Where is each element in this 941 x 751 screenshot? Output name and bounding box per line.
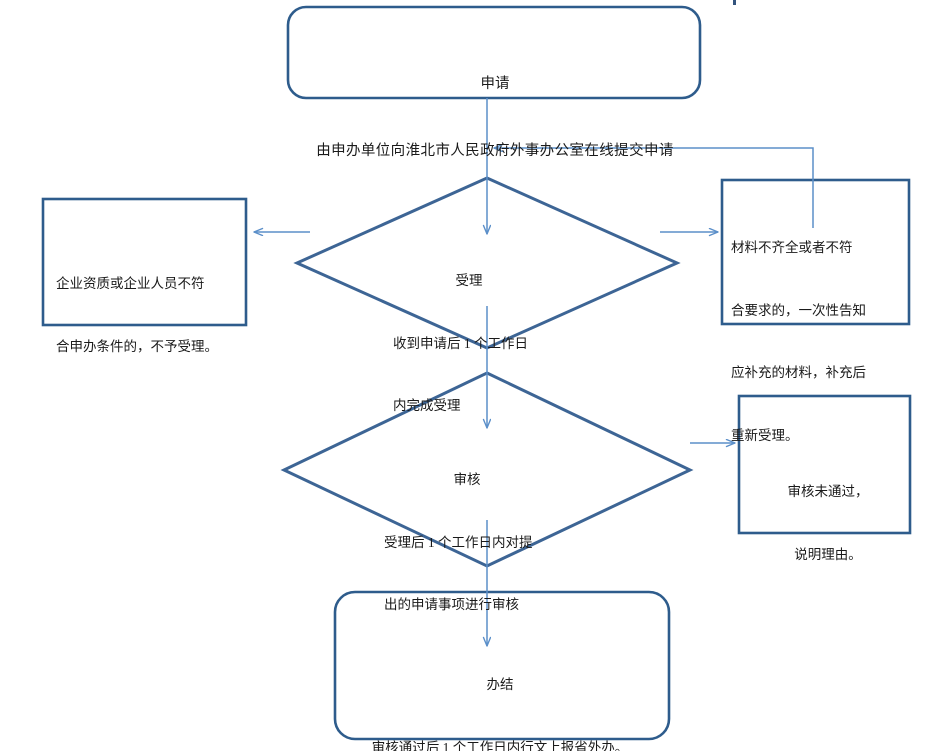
- node-review-title: 审核: [453, 471, 481, 487]
- page-edge-artifact: [733, 0, 736, 5]
- node-supplement-line-4: 重新受理。: [731, 428, 799, 444]
- node-acceptance-title: 受理: [455, 272, 483, 288]
- node-supplement-line-3: 应补充的材料，补充后: [731, 365, 866, 381]
- node-reject-shape: [41, 197, 248, 327]
- node-supplement-shape: [720, 178, 911, 326]
- node-supplement-line-2: 合要求的，一次性告知: [731, 302, 866, 318]
- node-review-failed-label: 审核未通过， 说明理由。: [748, 440, 908, 607]
- node-completion-label: 办结 审核通过后 1 个工作日内行文上报省外办。: [335, 633, 665, 751]
- node-application-label: 申请 由申办单位向淮北市人民政府外事办公室在线提交申请: [290, 28, 700, 208]
- node-acceptance-line-2: 内完成受理: [393, 398, 461, 414]
- node-supplement-line-1: 材料不齐全或者不符: [731, 239, 853, 255]
- node-completion-title: 办结: [486, 676, 514, 692]
- node-review-line-1: 受理后 1 个工作日内对提: [384, 534, 533, 550]
- node-supplement-label: 材料不齐全或者不符 合要求的，一次性告知 应补充的材料，补充后 重新受理。: [731, 196, 906, 489]
- node-application-shape: [286, 5, 702, 100]
- node-review-failed-shape: [737, 394, 912, 535]
- node-acceptance-line-1: 收到申请后 1 个工作日: [393, 335, 528, 351]
- node-reject-line-2: 合申办条件的，不予受理。: [56, 338, 218, 354]
- node-acceptance-label: 受理 收到申请后 1 个工作日 内完成受理: [393, 229, 623, 459]
- node-completion-shape: [333, 590, 671, 741]
- node-review-failed-line-2: 说明理由。: [794, 546, 862, 562]
- node-reject-line-1: 企业资质或企业人员不符: [56, 275, 205, 291]
- node-application-body: 由申办单位向淮北市人民政府外事办公室在线提交申请: [316, 143, 674, 160]
- node-review-line-2: 出的申请事项进行审核: [384, 597, 519, 613]
- node-reject-label: 企业资质或企业人员不符 合申办条件的，不予受理。: [56, 232, 231, 399]
- node-application-title: 申请: [480, 75, 510, 92]
- node-review-failed-line-1: 审核未通过，: [787, 483, 869, 499]
- connector-supplement-loopback: [494, 148, 814, 228]
- node-completion-body: 审核通过后 1 个工作日内行文上报省外办。: [371, 739, 629, 751]
- node-review-label: 审核 受理后 1 个工作日内对提 出的申请事项进行审核: [384, 428, 624, 658]
